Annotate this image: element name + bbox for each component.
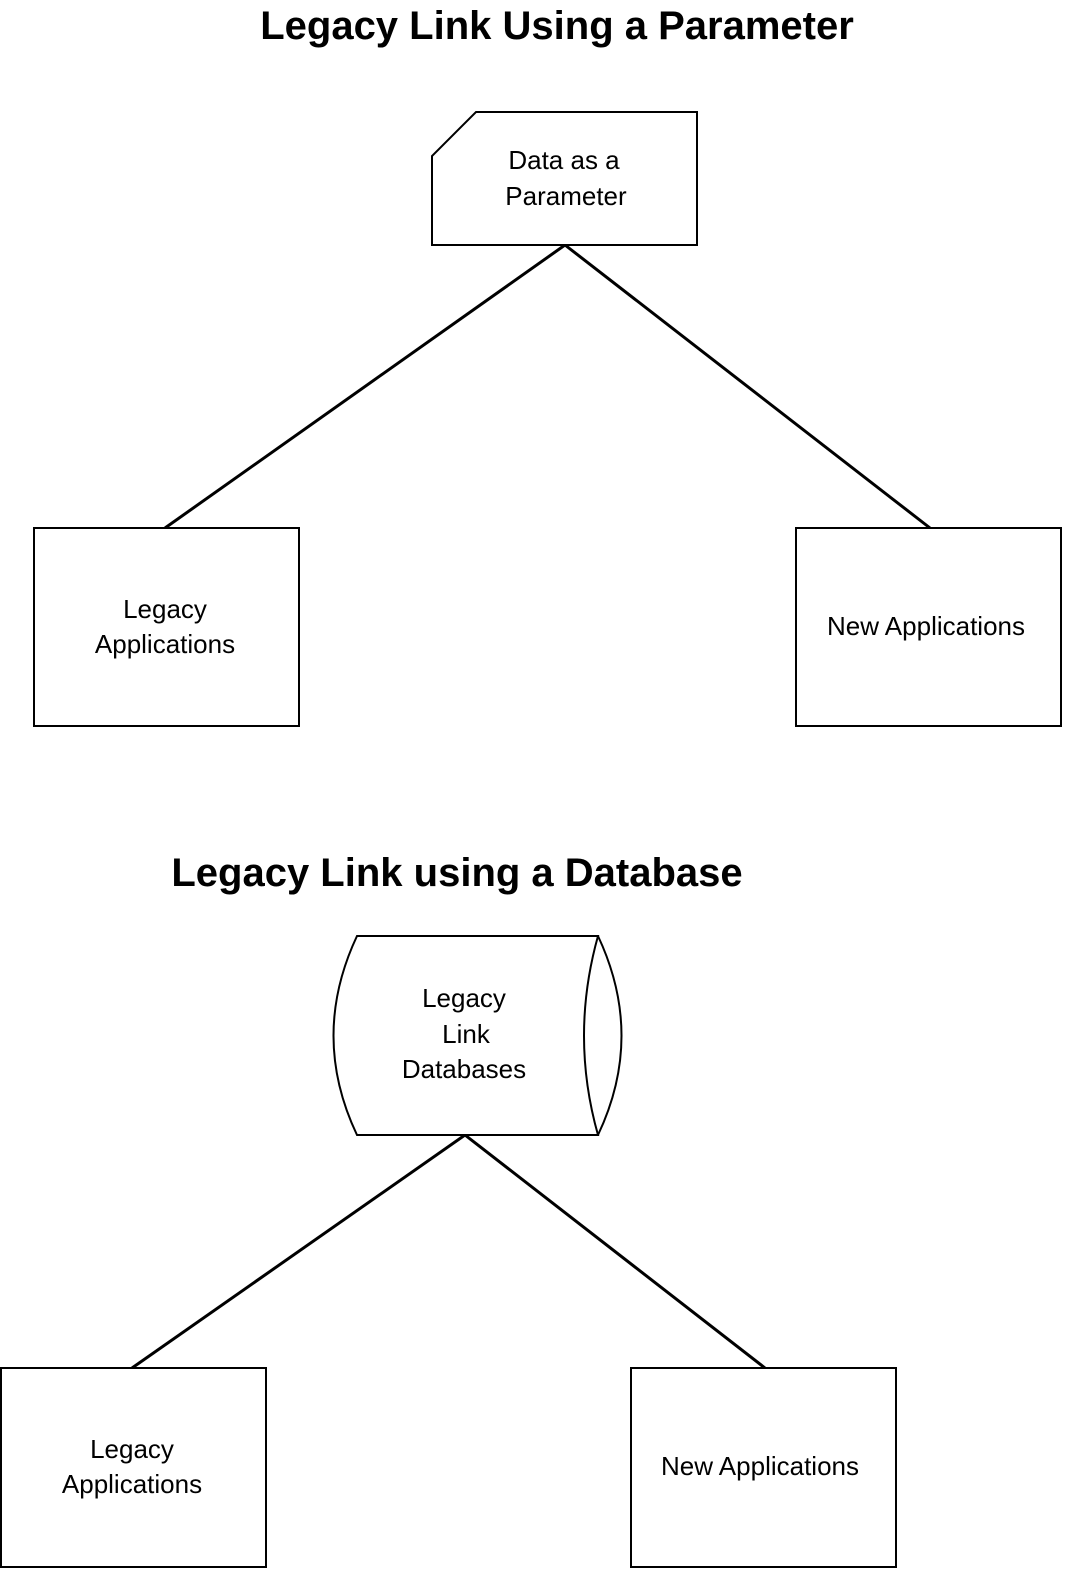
edge-db-to-legacy [131,1133,466,1370]
process-box-icon [33,527,300,727]
new-applications-node-1[interactable]: New Applications [795,527,1062,727]
edge-db-to-new [464,1133,766,1370]
legacy-applications-node-1[interactable]: Legacy Applications [33,527,300,727]
process-box-icon [630,1367,897,1568]
edge-param-to-legacy [164,243,566,530]
legacy-label-line2: Applications [62,1469,202,1499]
diagram1-title: Legacy Link Using a Parameter [260,4,854,48]
new-label: New Applications [827,611,1025,641]
legacy-applications-node-2[interactable]: Legacy Applications [0,1367,267,1568]
diagram2-title: Legacy Link using a Database [171,851,742,895]
db-label-line2: Link [442,1019,491,1049]
db-label-line1: Legacy [422,983,506,1013]
legacy-link-database-node[interactable]: Legacy Link Databases [332,935,623,1136]
new-label: New Applications [661,1451,859,1481]
edge-param-to-new [564,243,931,530]
legacy-label-line1: Legacy [90,1434,174,1464]
param-label-line2: Parameter [505,181,627,211]
stored-data-right-arc-icon [597,935,623,1136]
legacy-label-line1: Legacy [123,594,207,624]
card-shape-icon [431,111,698,246]
param-card-node[interactable]: Data as a Parameter [431,111,698,246]
process-box-icon [795,527,1062,727]
process-box-icon [0,1367,267,1568]
param-label-line1: Data as a [508,145,620,175]
legacy-label-line2: Applications [95,629,235,659]
db-label-line3: Databases [402,1054,526,1084]
new-applications-node-2[interactable]: New Applications [630,1367,897,1568]
